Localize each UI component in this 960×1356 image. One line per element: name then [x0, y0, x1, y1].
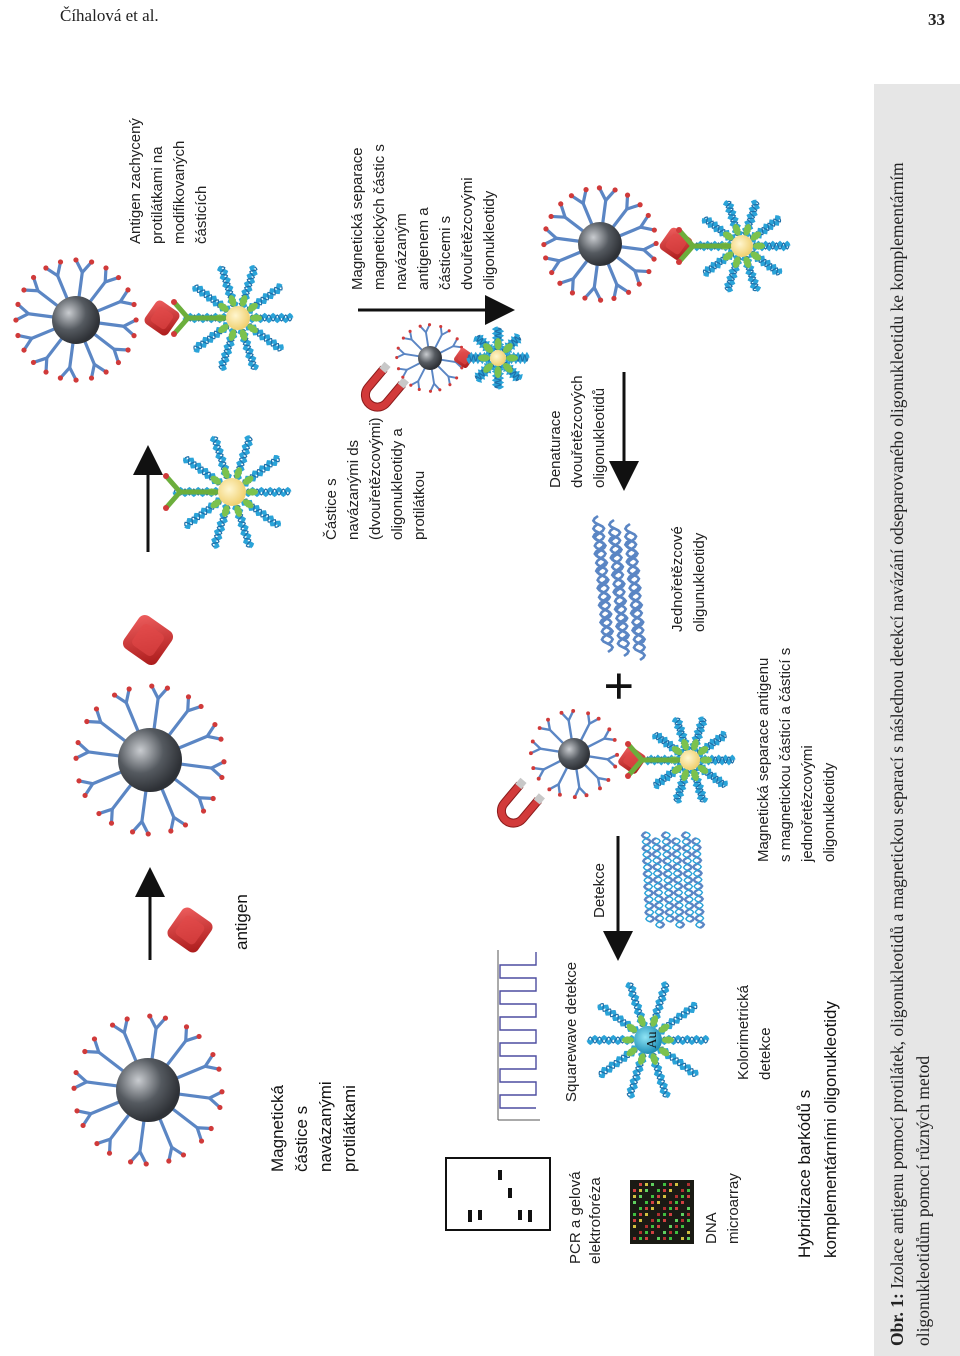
label-particle-ds-line-4: oligonukleotidy a — [389, 428, 406, 540]
label-hybridization-line-1: Hybridizace barkódů s — [795, 1090, 814, 1258]
magnetic-particle-with-antibodies-2 — [73, 683, 227, 837]
figure-caption: Obr. 1: Izolace antigenu pomocí protilát… — [880, 84, 960, 1346]
label-particle-ds: Částice s navázanými ds (dvouřetězcovými) o… — [323, 417, 428, 540]
label-magnetic-separation-line-4: antigenem a — [415, 207, 432, 290]
squarewave-graph — [497, 950, 540, 1121]
label-denaturation: Denaturace dvouřetězcových oligonukleotidů — [547, 375, 608, 488]
label-single-strand-line-2: oligunukleotidy — [691, 532, 708, 632]
label-magnetic-separation-single-line-1: Magnetická separace antigenu — [755, 658, 772, 862]
separated-magnetic-particle — [541, 185, 659, 303]
label-denaturation-line-1: Denaturace — [547, 410, 564, 488]
magnet-2 — [496, 777, 545, 828]
separated-gold-particle — [676, 199, 791, 293]
label-denaturation-line-3: oligonukleotidů — [591, 388, 608, 488]
label-pcr-line-2: elektroforéza — [587, 1177, 604, 1264]
label-magnetic-particles-line-4: protilátkami — [340, 1085, 359, 1172]
caption-text: Izolace antigenu pomocí protilátek, olig… — [887, 162, 933, 1346]
label-denaturation-line-2: dvouřetězcových — [569, 375, 586, 488]
magnet-1 — [360, 361, 409, 412]
captured-antigen — [144, 300, 180, 336]
running-head-author: Číhalová et al. — [60, 6, 159, 25]
label-magnetic-separation-line-6: dvouřetězcovými — [459, 177, 476, 290]
label-magnetic-particles: Magnetická částice s navázanými protilátkam… — [268, 1081, 359, 1172]
particle-with-ds-oligos-and-antibody — [163, 435, 292, 549]
label-antigen-captured-line-1: Antigen zachycený — [127, 118, 144, 244]
au-label: Au — [645, 1031, 660, 1048]
label-antigen: antigen — [232, 894, 251, 950]
captured-gold-particle — [171, 264, 294, 372]
small-magnetic-particle — [395, 323, 465, 393]
gold-particle-ss — [625, 716, 736, 804]
label-dna-microarray-line-1: DNA — [703, 1212, 720, 1244]
label-antigen-line-1: antigen — [232, 894, 251, 950]
label-particle-ds-line-1: Částice s — [323, 478, 340, 540]
antigen-1 — [167, 907, 213, 953]
plus-sign: + — [590, 671, 648, 701]
label-pcr-line-1: PCR a gelová — [567, 1171, 584, 1264]
magnetic-particle-3 — [528, 708, 620, 800]
label-antigen-captured: Antigen zachycený protilátkami na modifiko… — [127, 118, 210, 244]
captured-magnetic-particle — [13, 257, 139, 383]
label-magnetic-separation-line-7: oligonukleotidy — [481, 190, 498, 290]
label-antigen-captured-line-4: částicích — [193, 186, 210, 244]
label-squarewave-line-1: Squarewave detekce — [563, 962, 580, 1102]
label-colorimetric: Kolorimetrická detekce — [735, 984, 774, 1080]
label-particle-ds-line-3: (dvouřetězcovými) — [367, 417, 384, 540]
label-magnetic-separation-single-line-3: jednořetězcovými — [799, 745, 816, 863]
small-gold-particle — [466, 326, 530, 390]
label-magnetic-separation-single-line-2: s magnetickou částicí a částicí s — [777, 648, 794, 862]
label-dna-microarray: DNA microarray — [703, 1173, 742, 1244]
label-squarewave: Squarewave detekce — [563, 962, 580, 1102]
label-particle-ds-line-2: navázanými ds — [345, 440, 362, 540]
magnetic-particle-with-antibodies-1 — [71, 1013, 225, 1167]
label-colorimetric-line-1: Kolorimetrická — [735, 984, 752, 1080]
label-magnetic-separation-line-5: částicemi s — [437, 216, 454, 290]
label-magnetic-particles-line-1: Magnetická — [268, 1085, 287, 1172]
label-particle-ds-line-5: protilátkou — [411, 471, 428, 540]
label-magnetic-particles-line-2: částice s — [292, 1106, 311, 1172]
caption-prefix: Obr. 1: — [887, 1293, 907, 1346]
label-magnetic-separation-single-line-4: oligonukleotidy — [821, 762, 838, 862]
antigen-2 — [122, 614, 174, 666]
au-core — [634, 1026, 662, 1054]
figure-illustration: Magnetická částice s navázanými protilátkam… — [13, 118, 840, 1264]
ds-oligos — [640, 830, 706, 930]
page-number: 33 — [928, 10, 945, 29]
dna-microarray — [630, 1180, 694, 1244]
label-single-strand: Jednořetězcové oligunukleotidy — [669, 526, 708, 632]
single-strand-oligos — [591, 514, 647, 662]
label-antigen-captured-line-3: modifikovaných — [171, 141, 188, 244]
label-detection-line-1: Detekce — [591, 863, 608, 918]
label-hybridization-line-2: komplementárními oligonukleotidy — [821, 1000, 840, 1258]
pcr-gel — [445, 1157, 551, 1231]
label-magnetic-separation-line-3: navázaným — [393, 213, 410, 290]
label-single-strand-line-1: Jednořetězcové — [669, 526, 686, 632]
label-dna-microarray-line-2: microarray — [725, 1173, 742, 1244]
label-magnetic-separation-line-1: Magnetická separace — [349, 147, 366, 290]
label-magnetic-separation-line-2: magnetických částic s — [371, 144, 388, 290]
label-antigen-captured-line-2: protilátkami na — [149, 146, 166, 244]
label-magnetic-separation-single: Magnetická separace antigenu s magneticko… — [755, 648, 838, 863]
label-magnetic-separation: Magnetická separace magnetických částic s… — [349, 144, 498, 290]
label-colorimetric-line-2: detekce — [757, 1027, 774, 1080]
label-hybridization: Hybridizace barkódů s komplementárními ol… — [795, 1000, 840, 1258]
label-detection: Detekce — [591, 863, 608, 918]
figure-caption-box: Obr. 1: Izolace antigenu pomocí protilát… — [874, 84, 960, 1356]
label-magnetic-particles-line-3: navázanými — [316, 1081, 335, 1172]
